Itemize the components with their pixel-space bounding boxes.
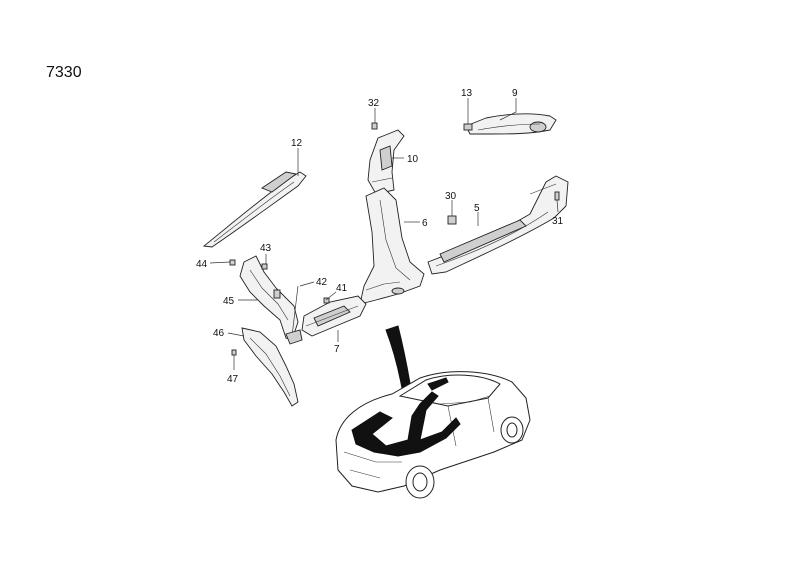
callout-12: 12	[291, 138, 303, 149]
part-43-clip	[261, 263, 268, 270]
callout-45: 45	[223, 296, 235, 307]
callout-41: 41	[336, 283, 348, 294]
part-10-upper-pillar	[367, 122, 405, 195]
part-9-roof-trim	[463, 113, 557, 135]
callout-43: 43	[260, 243, 272, 254]
callout-47: 47	[227, 374, 239, 385]
callout-5: 5	[474, 203, 480, 214]
callout-30: 30	[445, 191, 457, 202]
callout-6: 6	[422, 218, 428, 229]
part-41-clip	[323, 297, 330, 304]
part-12-trim	[202, 171, 307, 248]
part-32-clip	[371, 122, 378, 130]
part-30-clip	[447, 215, 457, 225]
car-illustration	[335, 371, 531, 499]
callout-42: 42	[316, 277, 328, 288]
part-13-clip	[463, 123, 473, 131]
part-45-kick-panel	[239, 255, 299, 341]
callout-7: 7	[334, 344, 340, 355]
callout-44: 44	[196, 259, 208, 270]
callout-32: 32	[368, 98, 380, 109]
part-44-clip	[229, 259, 236, 266]
callout-10: 10	[407, 154, 419, 165]
part-31-clip	[554, 191, 560, 201]
part-7-front-sill	[301, 295, 367, 337]
part-6-lower-pillar	[359, 187, 425, 305]
part-42-pin	[291, 285, 299, 337]
trim-highlight	[351, 391, 461, 457]
part-47-clip	[231, 349, 237, 356]
figure-code: 7330	[46, 64, 82, 81]
callout-31: 31	[552, 216, 564, 227]
callout-9: 9	[512, 88, 518, 99]
part-46-cowl-trim	[241, 327, 299, 407]
part-5-sill-plate	[427, 175, 569, 275]
callout-labels: 9 13 32 10 12 30 5 6 31 43 44 42 41 45 7…	[196, 88, 564, 385]
callout-13: 13	[461, 88, 473, 99]
callout-46: 46	[213, 328, 225, 339]
leader-lines	[209, 98, 559, 370]
